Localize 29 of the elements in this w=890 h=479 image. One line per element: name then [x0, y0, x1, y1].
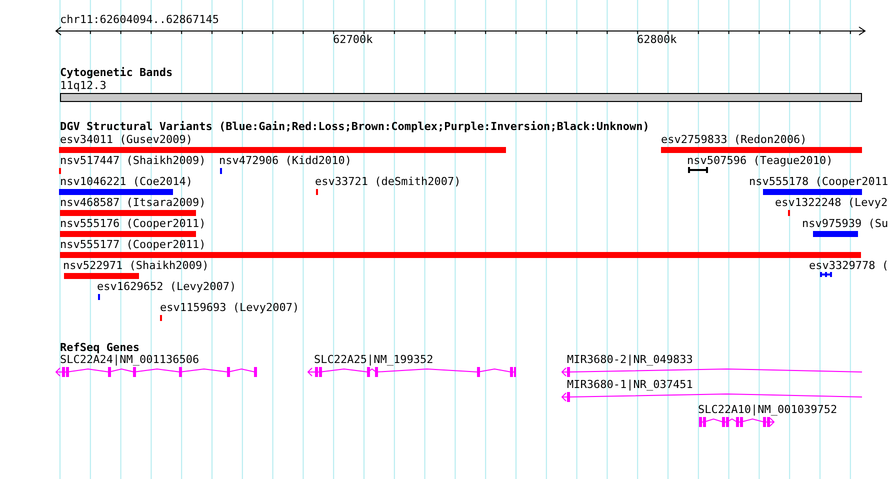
- variant-label: nsv507596 (Teague2010): [687, 155, 833, 167]
- gene-label: SLC22A24|NM_001136506: [60, 354, 200, 366]
- variant-label: nsv522971 (Shaikh2009): [63, 260, 209, 272]
- variant-label: nsv975939 (Su: [802, 218, 888, 230]
- tick-label: 62800k: [637, 34, 677, 46]
- variant-label: nsv555177 (Cooper2011): [60, 239, 206, 251]
- tick-label: 62700k: [333, 34, 373, 46]
- variant-label: esv33721 (deSmith2007): [315, 176, 461, 188]
- gene-label: MIR3680-2|NR_049833: [567, 354, 693, 366]
- variant-label: esv1629652 (Levy2007): [97, 281, 236, 293]
- variant-label: nsv468587 (Itsara2009): [60, 197, 206, 209]
- variant-label: esv1322248 (Levy2: [775, 197, 888, 209]
- variant-label: nsv517447 (Shaikh2009): [60, 155, 206, 167]
- band-label: 11q12.3: [60, 80, 106, 92]
- variant-label: esv2759833 (Redon2006): [661, 134, 807, 146]
- gene-label: SLC22A10|NM_001039752: [698, 404, 838, 416]
- variant-label: esv3329778 (: [809, 260, 888, 272]
- variant-label: nsv555178 (Cooper2011: [749, 176, 888, 188]
- track-title: Cytogenetic Bands: [60, 67, 173, 79]
- variant-label: nsv472906 (Kidd2010): [219, 155, 352, 167]
- variant-label: esv34011 (Gusev2009): [60, 134, 192, 146]
- variant-label: esv1159693 (Levy2007): [160, 302, 300, 314]
- coordinate-range: chr11:62604094..62867145: [60, 14, 219, 26]
- track-title: RefSeq Genes: [60, 342, 140, 354]
- variant-label: nsv555176 (Cooper2011): [60, 218, 206, 230]
- gene-label: MIR3680-1|NR_037451: [567, 379, 693, 391]
- track-title: DGV Structural Variants (Blue:Gain;Red:Loss;Brown:Complex;Purple:Inversion;Black:Unknown): [60, 121, 650, 133]
- variant-label: nsv1046221 (Coe2014): [60, 176, 192, 188]
- gene-label: SLC22A25|NM_199352: [314, 354, 434, 366]
